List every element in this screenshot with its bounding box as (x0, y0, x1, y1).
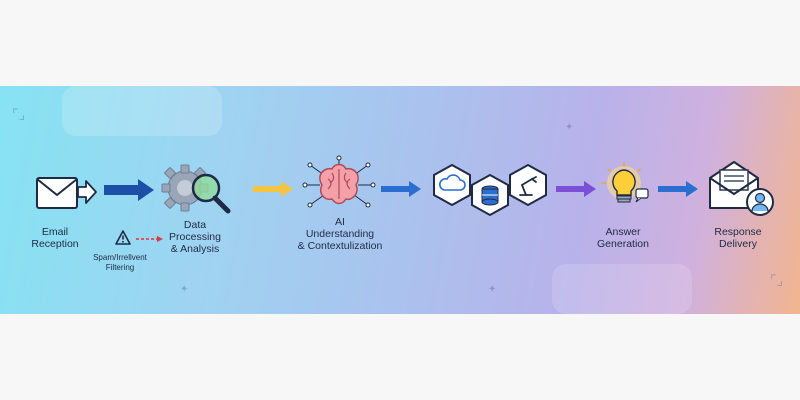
arrow-icon (658, 181, 698, 197)
arrow-icon (253, 181, 293, 197)
corner-bracket-icon: ⌜⌟ (12, 106, 26, 122)
lightbulb-icon (601, 162, 649, 203)
sparkle-icon: ✦ (565, 122, 574, 133)
sparkle-icon: ✦ (488, 284, 497, 295)
cloud-database-robot-icon (433, 163, 547, 217)
filter-label: Spam/Irrellvent Filtering (93, 253, 147, 272)
step-label-email-reception: Email Reception (31, 226, 79, 250)
corner-bracket-icon: ⌜⌟ (770, 272, 784, 288)
filter-dashed-arrow (136, 236, 163, 242)
warning-icon (115, 230, 131, 245)
step-label-answer-generation: Answer Generation (597, 226, 649, 250)
step-label-ai-understanding: AI Understanding & Contextulization (297, 216, 383, 252)
arrow-icon (556, 181, 596, 197)
envelope-icon (36, 177, 97, 209)
step-label-data-processing: Data Processing & Analysis (169, 219, 221, 255)
arrow-icon (381, 181, 421, 197)
step-label-response-delivery: Response Delivery (714, 226, 762, 250)
workflow-banner: ⌜⌟ ⌜⌟ ✦ ✦ ✦ (0, 86, 800, 314)
decorative-blob (62, 86, 222, 136)
gear-magnifier-icon (161, 164, 231, 214)
envelope-user-icon (709, 161, 774, 216)
brain-icon (302, 155, 376, 208)
sparkle-icon: ✦ (180, 284, 189, 295)
decorative-blob (552, 264, 692, 314)
arrow-icon (104, 179, 154, 201)
